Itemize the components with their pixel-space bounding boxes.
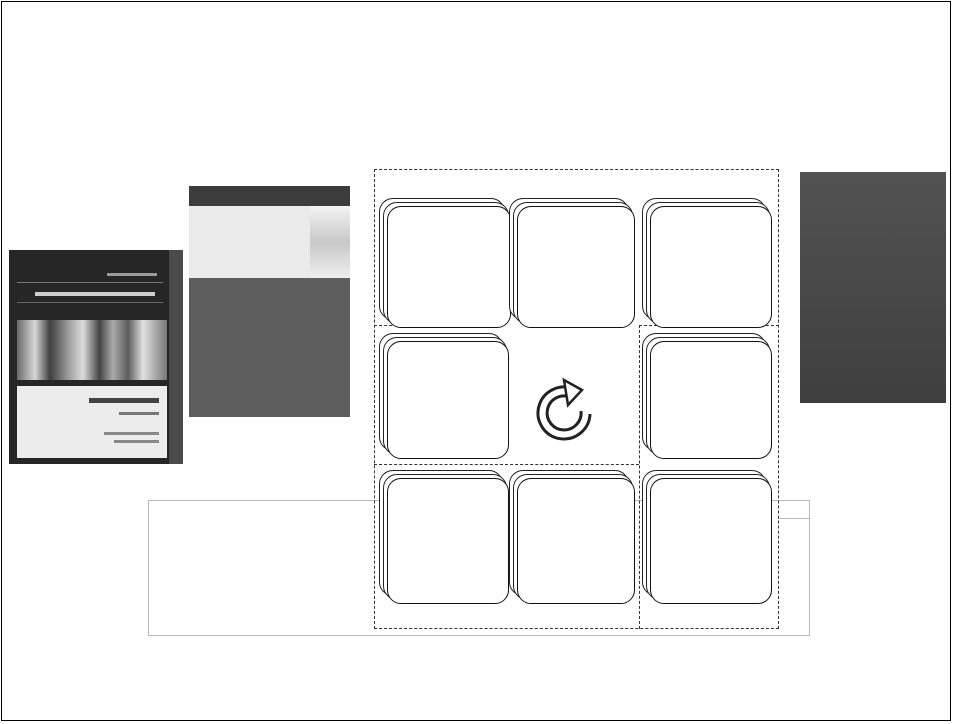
- phase-3-card: [642, 198, 774, 330]
- improvement-cycle-icon: [536, 377, 592, 441]
- amm-book-cover-image: [800, 172, 946, 403]
- persian-book-cover-image: [9, 250, 183, 464]
- phase-8-card: [379, 333, 511, 461]
- persian-book-title-band: [17, 288, 163, 303]
- phase-7-card: [379, 470, 511, 606]
- mmf-book-cover-image: [189, 186, 350, 417]
- persian-book-subtitle-band: [17, 270, 163, 283]
- connector-line-right: [778, 518, 810, 519]
- phase-matrix: [374, 169, 779, 629]
- row-divider-bottom: [374, 464, 639, 465]
- phase-2-card: [509, 198, 637, 330]
- column-divider: [639, 325, 640, 629]
- phase-6-card: [509, 470, 637, 606]
- persian-book-photo-strip: [17, 320, 167, 380]
- citation-block: [200, 529, 353, 545]
- phase-4-card: [642, 333, 774, 461]
- phase-1-card: [379, 198, 515, 330]
- phase-5-card: [642, 470, 774, 606]
